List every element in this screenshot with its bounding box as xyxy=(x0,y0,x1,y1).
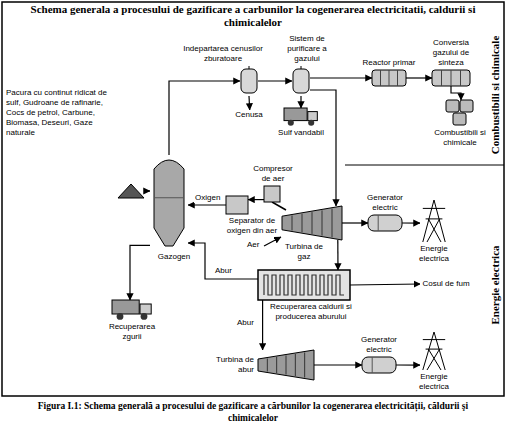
gasifier-icon xyxy=(150,155,188,250)
turbine-icon xyxy=(258,350,314,380)
barrels-node: Combustibili si chimicale xyxy=(446,100,476,126)
flow-arrow xyxy=(300,96,301,108)
tower-node: Energie electrica xyxy=(420,200,448,242)
flow-arrow xyxy=(188,204,226,205)
node-label: Generator electric xyxy=(354,335,404,355)
node-label: Cenusa xyxy=(235,110,264,120)
truck-node: Sulf vandabil xyxy=(284,108,318,126)
flow-arrow xyxy=(310,90,336,206)
gasifier-node: Gazogen xyxy=(150,155,188,250)
node-label: Energie electrica xyxy=(406,244,462,264)
cyl-node: Conversia gazului de sinteza xyxy=(432,70,470,86)
node-label: Gazogen xyxy=(154,252,194,262)
cyl-icon xyxy=(372,70,406,86)
vessel-icon xyxy=(240,66,258,96)
tower-icon xyxy=(420,332,448,370)
compressor-shaft xyxy=(272,202,286,210)
tower-node: Energie electrica xyxy=(420,332,448,370)
node-label: Conversia gazului de sinteza xyxy=(426,38,476,68)
node-label: Turbina de gaz xyxy=(282,242,326,262)
edge-label: Abur xyxy=(214,266,233,276)
figure-caption: Figura I.1: Schema generală a procesului… xyxy=(14,400,492,424)
flow-arrow xyxy=(262,300,263,350)
box-node: Compresor de aer xyxy=(264,186,280,202)
node-label: Turbina de abur xyxy=(208,355,254,375)
gen-icon xyxy=(362,357,396,373)
flow-label: Abur xyxy=(236,318,255,328)
barrels-icon xyxy=(446,100,476,126)
flow-arrow xyxy=(248,96,250,110)
flow-arrow xyxy=(258,80,292,81)
air-inlet-arrow xyxy=(264,237,281,246)
box-icon xyxy=(226,196,248,214)
vessel-node: Indepartarea cenusilor zburatoare xyxy=(240,66,258,96)
turbine-node: Turbina de abur xyxy=(258,350,314,380)
band-label: Combustibili si chimicale xyxy=(489,36,501,155)
flow-arrow xyxy=(144,190,150,191)
flow-arrow xyxy=(342,222,368,223)
flow-arrow xyxy=(310,77,372,78)
band-label: Energie electrica xyxy=(489,245,501,324)
tower-icon xyxy=(420,200,448,242)
node-label: Compresor de aer xyxy=(250,164,296,184)
figure-frame xyxy=(2,2,504,396)
vessel-node: Sistem de purificare a gazului xyxy=(292,66,310,96)
cyl-icon xyxy=(432,70,470,86)
flow-arrow xyxy=(248,199,264,200)
node-label: Sulf vandabil xyxy=(273,128,329,138)
flow-label: Aer xyxy=(246,240,260,250)
product-label: Cosul de fum xyxy=(420,279,473,289)
box-node: Separator de oxigen din aer xyxy=(226,196,248,214)
vessel-icon xyxy=(292,66,310,96)
truck-icon xyxy=(284,108,318,126)
edge-label: Oxigen xyxy=(194,193,221,203)
truck-node: Recuperarea zgurii xyxy=(112,300,152,320)
flow-arrow xyxy=(350,284,420,285)
cyl-node: Reactor primar xyxy=(372,70,406,86)
band-divider xyxy=(345,165,504,166)
node-label: Generator electric xyxy=(360,193,410,213)
gen-node: Generator electric xyxy=(368,215,402,231)
flow-arrow xyxy=(451,86,461,100)
flow-arrow xyxy=(169,81,240,155)
node-label: Cosul de fum xyxy=(422,279,471,289)
flow-arrow xyxy=(130,245,150,300)
node-label: Recuperarea caldurii si producerea aburu… xyxy=(268,302,354,322)
pile-node: Pacura cu continut ridicat de sulf, Gudr… xyxy=(118,184,144,198)
node-label: Separator de oxigen din aer xyxy=(220,216,284,236)
box-icon xyxy=(264,186,280,202)
gen-icon xyxy=(368,215,402,231)
node-label: Combustibili si chimicale xyxy=(434,128,486,148)
turbine-icon xyxy=(282,206,342,240)
turbine-node: Turbina de gaz xyxy=(282,206,342,240)
flow-arrow xyxy=(406,77,432,78)
node-label: Indepartarea cenusilor zburatoare xyxy=(180,44,266,64)
diagram-title: Schema generala a procesului de gazifica… xyxy=(30,3,476,29)
hrsg-node: Recuperarea caldurii si producerea aburu… xyxy=(258,270,350,300)
flow-arrow xyxy=(314,364,362,365)
node-label: Pacura cu continut ridicat de sulf, Gudr… xyxy=(6,88,114,138)
node-label: Reactor primar xyxy=(362,58,416,68)
gen-node: Generator electric xyxy=(362,357,396,373)
flow-arrow xyxy=(337,240,338,270)
product-label: Cenusa xyxy=(233,110,266,120)
node-label: Sistem de purificare a gazului xyxy=(274,34,340,64)
flow-arrow xyxy=(402,222,420,223)
node-label: Energie electrica xyxy=(406,372,462,392)
hrsg-icon xyxy=(258,270,350,300)
node-label: Recuperarea zgurii xyxy=(102,322,162,342)
pile-icon xyxy=(118,184,144,198)
truck-icon xyxy=(112,300,152,320)
flow-arrow xyxy=(396,364,420,365)
